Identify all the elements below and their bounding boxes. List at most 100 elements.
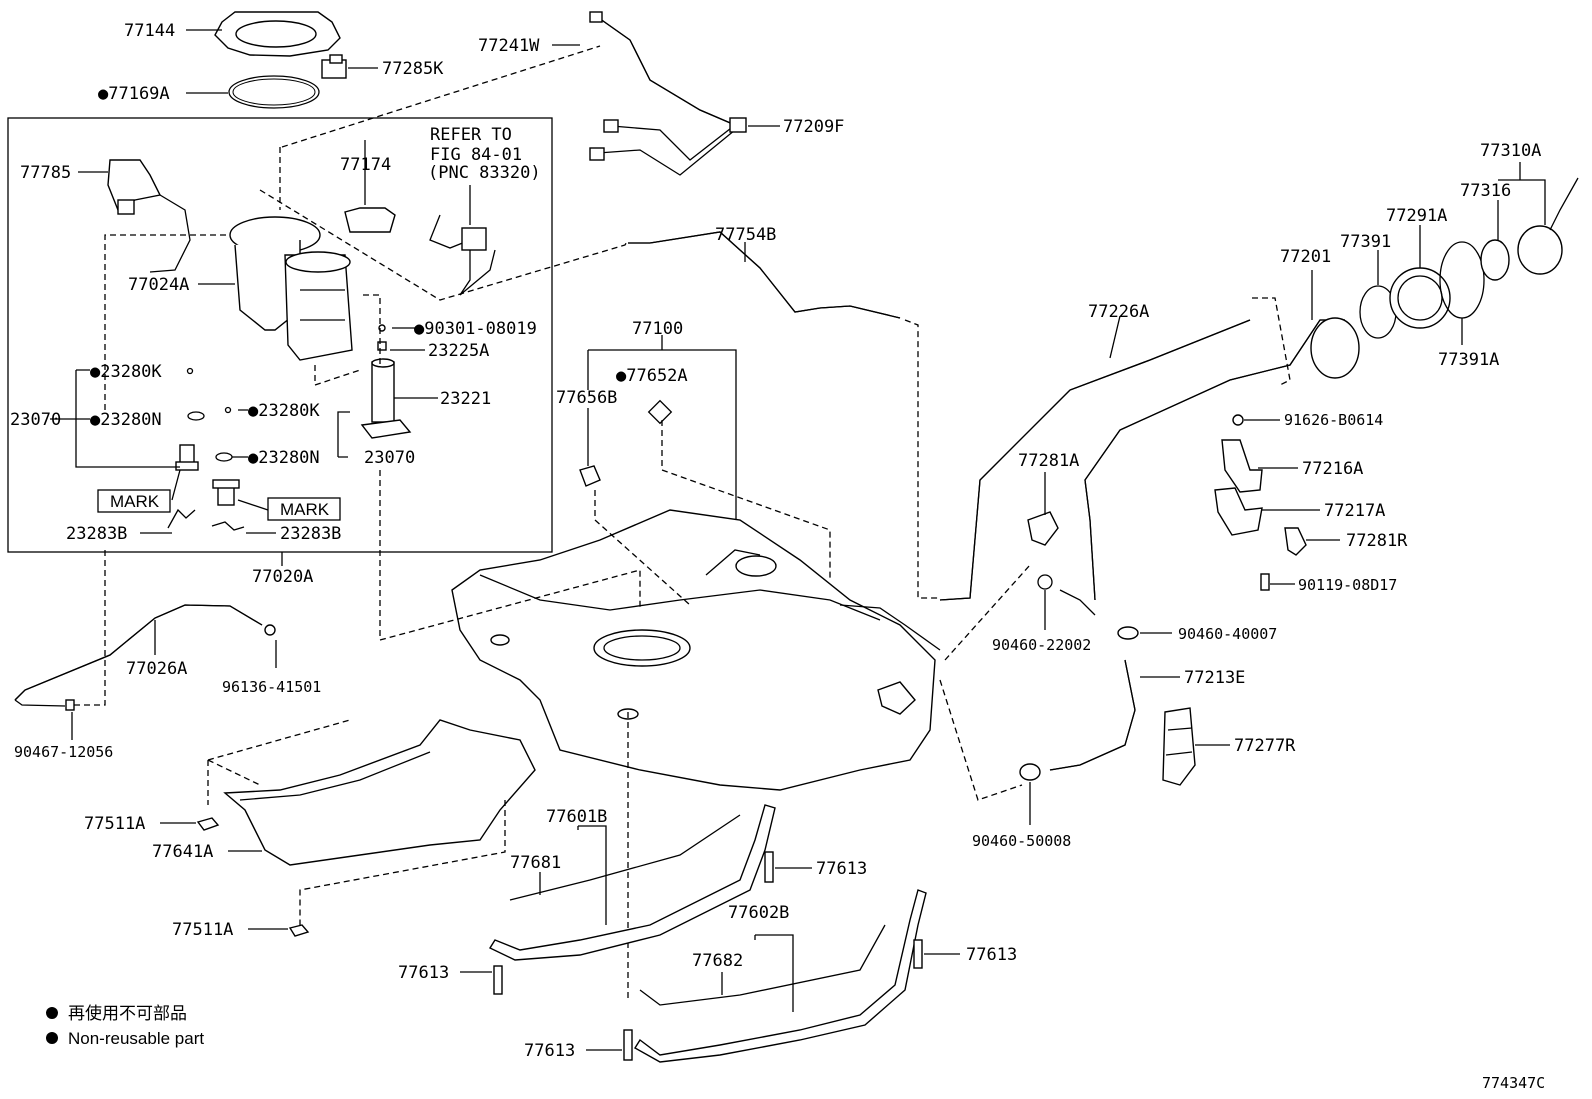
label-77641A: 77641A [152, 842, 213, 862]
legend: 再使用不可部品 Non-reusable part [46, 1003, 204, 1048]
label-77026A: 77026A [126, 659, 187, 679]
label-23225A: 23225A [428, 341, 489, 361]
legend-en: Non-reusable part [68, 1029, 204, 1048]
part-77291A-filler-housing [1389, 267, 1451, 329]
label-77682: 77682 [692, 951, 743, 971]
label-23280K-a: ●23280K [90, 362, 162, 382]
label-77217A: 77217A [1324, 501, 1385, 521]
label-23283B-a: 23283B [66, 524, 127, 544]
label-23280K-b: ●23280K [248, 401, 320, 421]
label-23283B-b: 23283B [280, 524, 341, 544]
part-23070-connector-a [175, 444, 199, 471]
label-90460-40007: 90460-40007 [1178, 625, 1277, 643]
label-77281A: 77281A [1018, 451, 1079, 471]
part-90119-bolt [1260, 573, 1270, 591]
part-77602B-strap [634, 889, 927, 1063]
label-90301: ●90301-08019 [414, 319, 537, 339]
label-77226A: 77226A [1088, 302, 1149, 322]
label-77291A: 77291A [1386, 206, 1447, 226]
label-77201: 77201 [1280, 247, 1331, 267]
label-77310A: 77310A [1480, 141, 1541, 161]
label-77391A: 77391A [1438, 350, 1499, 370]
part-77613-bolt-d [623, 1029, 633, 1061]
part-77641A-heat-shield [223, 719, 536, 866]
part-77613-bolt-a [764, 851, 774, 883]
part-77209F-harness [611, 124, 736, 161]
part-77277R-protector [1162, 707, 1196, 786]
label-77601B: 77601B [546, 807, 607, 827]
fuel-sender-reference [429, 214, 496, 296]
label-refer-2: FIG 84-01 [430, 145, 522, 165]
label-77602B: 77602B [728, 903, 789, 923]
label-refer-1: REFER TO [430, 125, 512, 145]
part-77024A-fuel-pump-assembly [229, 216, 353, 361]
part-77144-retainer-ring [214, 11, 341, 57]
part-77656B-grommet [579, 465, 601, 487]
part-77100-fuel-tank [451, 509, 941, 791]
part-77391A-gasket [1439, 241, 1485, 319]
part-77511A-clip-a [196, 817, 220, 831]
label-23280N-b: ●23280N [248, 448, 320, 468]
part-23070-connector-b [212, 479, 240, 506]
label-77681: 77681 [510, 853, 561, 873]
label-77613-d: 77613 [524, 1041, 575, 1061]
part-77310A-fuel-cap [1517, 177, 1579, 275]
label-77100: 77100 [632, 319, 683, 339]
part-77201-filler-pipe [1084, 317, 1360, 601]
label-77754B: 77754B [715, 225, 776, 245]
legend-bullet-2 [46, 1032, 58, 1044]
part-77613-bolt-c [493, 965, 503, 995]
label-77241W: 77241W [478, 36, 540, 56]
label-23070-left: 23070 [10, 410, 61, 430]
part-90460-40007-clamp [1117, 626, 1139, 640]
label-23280N-a: ●23280N [90, 410, 162, 430]
mark-box-2 [267, 497, 341, 521]
label-77391: 77391 [1340, 232, 1391, 252]
label-77316: 77316 [1460, 181, 1511, 201]
label-77511A-b: 77511A [172, 920, 233, 940]
label-96136: 96136-41501 [222, 678, 321, 696]
part-77316-ring [1480, 239, 1510, 281]
part-77613-bolt-b [913, 939, 923, 969]
figure-id: 774347C [1482, 1074, 1545, 1092]
label-90119: 90119-08D17 [1298, 576, 1397, 594]
label-77281R: 77281R [1346, 531, 1408, 551]
label-refer-3: (PNC 83320) [428, 163, 541, 183]
label-77144: 77144 [124, 21, 175, 41]
label-77174: 77174 [340, 155, 391, 175]
label-23070-right: 23070 [364, 448, 415, 468]
label-77169A: ●77169A [98, 84, 170, 104]
label-77024A: 77024A [128, 275, 189, 295]
part-90460-50008-clamp [1019, 763, 1041, 781]
label-77216A: 77216A [1302, 459, 1363, 479]
part-23221-pump [360, 358, 412, 439]
label-77656B: 77656B [556, 388, 617, 408]
part-77169A-gasket [228, 75, 320, 109]
legend-bullet-1 [46, 1007, 58, 1019]
label-77020A: 77020A [252, 567, 313, 587]
part-77217A-bracket [1214, 487, 1263, 536]
label-90467: 90467-12056 [14, 743, 113, 761]
part-77241W-hose [595, 15, 736, 126]
part-77174-clamp [344, 207, 396, 233]
label-77285K: 77285K [382, 59, 444, 79]
label-77613-b: 77613 [966, 945, 1017, 965]
label-90460-22002: 90460-22002 [992, 636, 1091, 654]
part-77601B-strap [488, 804, 776, 961]
part-23283B-clip-b [211, 521, 245, 531]
label-77277R: 77277R [1234, 736, 1296, 756]
label-77652A: ●77652A [616, 366, 688, 386]
part-77511A-clip-b [288, 924, 310, 937]
pump-module-inset-box [7, 117, 553, 553]
part-77226A-breather-tube [939, 319, 1251, 601]
part-23283B-clip-a [167, 508, 196, 529]
label-91626: 91626-B0614 [1284, 411, 1383, 429]
part-77281R-clip [1284, 527, 1307, 556]
part-77216A-bracket [1221, 439, 1263, 493]
part-77281A-clip [1027, 511, 1059, 546]
part-91626-bolt [1232, 414, 1244, 426]
label-mark-1: MARK [110, 492, 160, 511]
label-77213E: 77213E [1184, 668, 1245, 688]
label-23221: 23221 [440, 389, 491, 409]
